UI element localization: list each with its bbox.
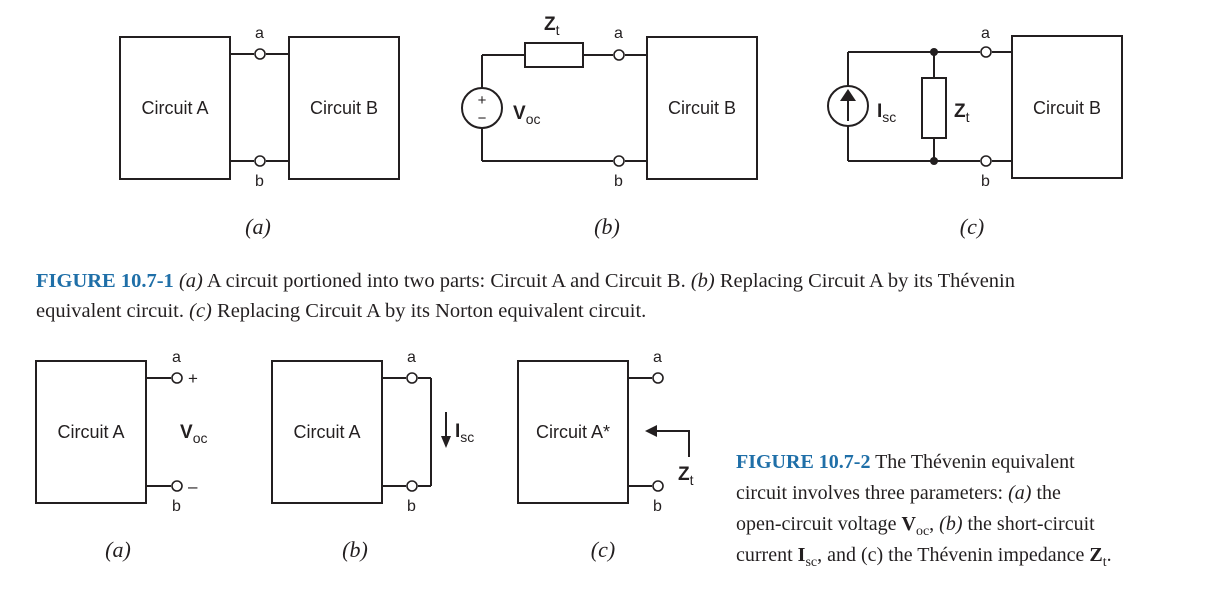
fig2b-isc-symbol: Isc bbox=[455, 421, 474, 445]
fig1b-sublabel: (b) bbox=[594, 214, 620, 239]
fig1c-label-a: a bbox=[981, 25, 990, 42]
caption2-line-2a: circuit involves three parameters: bbox=[736, 482, 1004, 504]
fig1b-voltage-source bbox=[461, 87, 503, 129]
caption2-line-3a: open-circuit voltage bbox=[736, 513, 897, 535]
caption2-voc-symbol: Voc bbox=[901, 513, 930, 539]
fig1b-zt-resistor bbox=[524, 42, 584, 68]
fig2a-plus-sign: + bbox=[188, 369, 198, 388]
caption2-line-4b: , and (c) the Thévenin impedance bbox=[817, 544, 1085, 566]
fig1a-terminal-b bbox=[254, 155, 266, 167]
fig2b-terminal-a bbox=[406, 372, 418, 384]
caption2-line-2b: the bbox=[1036, 482, 1061, 504]
fig2a-label-b: b bbox=[172, 498, 181, 515]
fig1c-isc-symbol: Isc bbox=[877, 101, 896, 125]
fig1b-circuit-b-box bbox=[646, 36, 758, 180]
fig1c-zt-symbol: Zt bbox=[954, 101, 970, 125]
fig1a-circuit-a-box bbox=[119, 36, 231, 180]
caption2-line-3c: the short-circuit bbox=[967, 513, 1095, 535]
fig2-diagram-c: Circuit A* a b Zt (c) bbox=[517, 349, 694, 562]
caption2-isc-symbol: Isc bbox=[797, 544, 818, 570]
caption1-text-3: Replacing Circuit A by its Norton equiva… bbox=[217, 300, 647, 322]
fig2b-circuit-a-box bbox=[271, 360, 383, 504]
fig1c-circuit-b-label: Circuit B bbox=[1033, 98, 1101, 118]
fig1b-plus-sign: + bbox=[478, 92, 487, 109]
fig2a-voc-symbol: Voc bbox=[180, 422, 207, 446]
caption1-text-2b: equivalent circuit. bbox=[36, 300, 184, 322]
fig1c-circuit-b-box bbox=[1011, 35, 1123, 179]
caption2-figure-label: FIGURE 10.7-2 bbox=[736, 451, 871, 473]
fig1b-terminal-b bbox=[613, 155, 625, 167]
fig2b-label-a: a bbox=[407, 349, 416, 366]
caption2-line-4a: current bbox=[736, 544, 793, 566]
fig1b-minus-sign: − bbox=[478, 110, 487, 127]
fig2-diagram-b: Circuit A a b Isc (b) bbox=[271, 349, 474, 562]
fig2a-circuit-a-label: Circuit A bbox=[57, 422, 124, 442]
fig1c-terminal-a bbox=[980, 46, 992, 58]
caption1-ref-c: (c) bbox=[189, 300, 212, 322]
fig1c-source-arrowhead bbox=[840, 89, 856, 101]
fig1a-circuit-b-label: Circuit B bbox=[310, 98, 378, 118]
fig1a-circuit-a-label: Circuit A bbox=[141, 98, 208, 118]
figure-10-7-2-caption: FIGURE 10.7-2 The Thévenin equivalent ci… bbox=[736, 447, 1216, 571]
fig1-diagram-a: a b Circuit A Circuit B (a) bbox=[119, 25, 400, 239]
fig1a-label-a: a bbox=[255, 25, 264, 42]
fig1a-terminal-a bbox=[254, 48, 266, 60]
fig1b-voc-symbol: Voc bbox=[513, 103, 540, 127]
fig1-diagram-b: + − Circuit B a b Zt Voc (b) bbox=[461, 14, 758, 239]
fig2a-terminal-a bbox=[171, 372, 183, 384]
fig1b-zt-symbol: Zt bbox=[544, 14, 560, 38]
fig2c-circuit-a-star-label: Circuit A* bbox=[536, 422, 610, 442]
caption2-line-1: The Thévenin equivalent bbox=[875, 451, 1075, 473]
fig2c-impedance-arrowhead bbox=[645, 425, 657, 437]
fig2a-minus-sign: – bbox=[188, 477, 198, 496]
fig2c-terminal-b bbox=[652, 480, 664, 492]
fig1b-circuit-b-label: Circuit B bbox=[668, 98, 736, 118]
fig2a-circuit-a-box bbox=[35, 360, 147, 504]
fig1a-sublabel: (a) bbox=[245, 214, 271, 239]
fig2b-terminal-b bbox=[406, 480, 418, 492]
fig1b-label-b: b bbox=[614, 173, 623, 190]
caption1-text-2: Replacing Circuit A by its Thévenin bbox=[719, 270, 1015, 292]
fig2c-terminal-a bbox=[652, 372, 664, 384]
fig2b-current-arrowhead bbox=[441, 436, 451, 448]
caption2-zt-symbol: Zt bbox=[1089, 544, 1107, 570]
caption1-text-1: A circuit portioned into two parts: Circ… bbox=[206, 270, 686, 292]
fig2c-label-a: a bbox=[653, 349, 662, 366]
fig1c-sublabel: (c) bbox=[960, 214, 984, 239]
fig2c-circuit-a-star-box bbox=[517, 360, 629, 504]
caption1-ref-a: (a) bbox=[178, 270, 203, 292]
caption2-line-4c: . bbox=[1106, 544, 1112, 566]
fig2c-impedance-arrow bbox=[655, 430, 690, 457]
fig1-diagram-c: Circuit B a b Isc Zt (c) bbox=[827, 25, 1123, 239]
fig1a-circuit-b-box bbox=[288, 36, 400, 180]
fig2b-circuit-a-label: Circuit A bbox=[293, 422, 360, 442]
fig2-diagram-a: Circuit A a b + – Voc (a) bbox=[35, 349, 207, 562]
caption2-ref-b: (b) bbox=[939, 513, 963, 535]
caption2-ref-a: (a) bbox=[1008, 482, 1032, 504]
fig2a-sublabel: (a) bbox=[105, 537, 131, 562]
fig2a-terminal-b bbox=[171, 480, 183, 492]
fig2b-label-b: b bbox=[407, 498, 416, 515]
fig1b-terminal-a bbox=[613, 49, 625, 61]
fig1c-junction-top bbox=[930, 48, 938, 56]
fig2c-label-b: b bbox=[653, 498, 662, 515]
fig1b-label-a: a bbox=[614, 25, 623, 42]
fig2c-sublabel: (c) bbox=[591, 537, 615, 562]
fig2a-label-a: a bbox=[172, 349, 181, 366]
fig1c-zt-resistor bbox=[921, 77, 947, 139]
fig1c-label-b: b bbox=[981, 173, 990, 190]
fig1c-junction-bottom bbox=[930, 157, 938, 165]
fig2c-zt-symbol: Zt bbox=[678, 464, 694, 488]
figure-10-7-1-caption: FIGURE 10.7-1 (a) A circuit portioned in… bbox=[36, 266, 1216, 326]
caption1-ref-b: (b) bbox=[690, 270, 715, 292]
caption2-line-3b: , bbox=[929, 513, 935, 535]
caption1-figure-label: FIGURE 10.7-1 bbox=[36, 270, 174, 292]
fig2b-sublabel: (b) bbox=[342, 537, 368, 562]
fig1c-terminal-b bbox=[980, 155, 992, 167]
fig1a-label-b: b bbox=[255, 173, 264, 190]
